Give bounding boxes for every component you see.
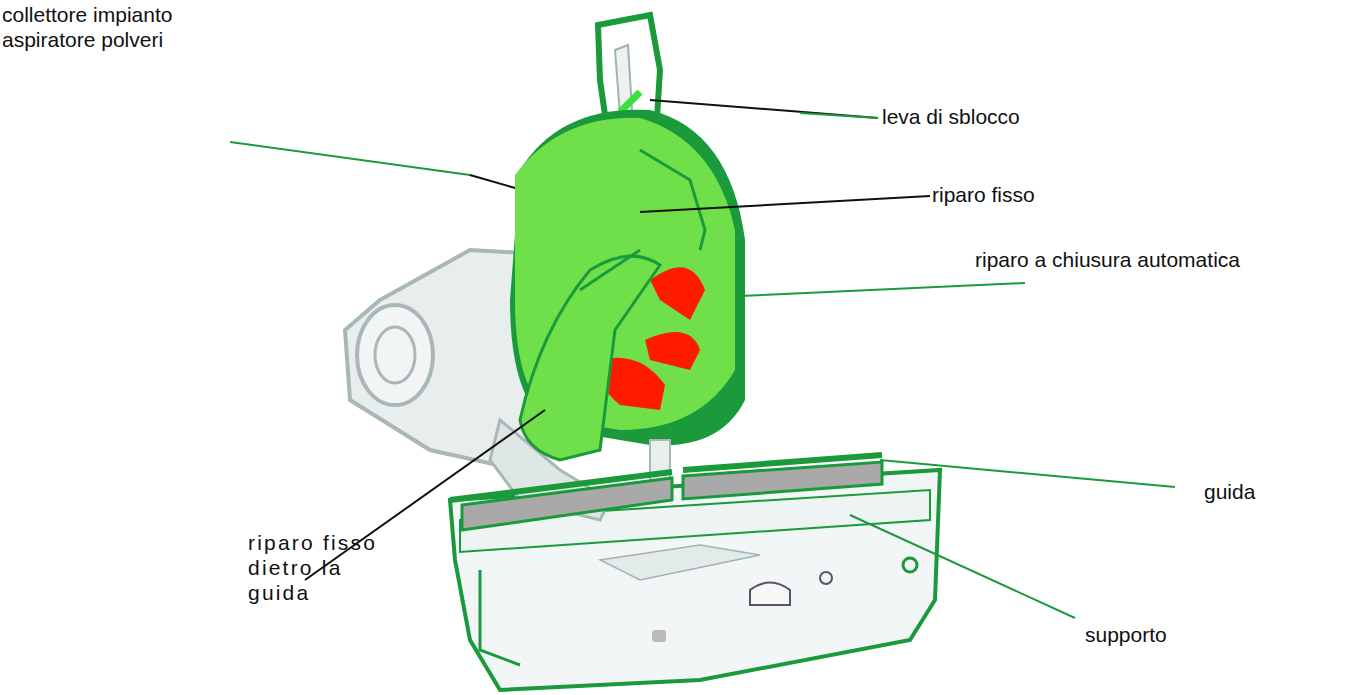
guard-detail (640, 150, 705, 250)
fence-top (450, 455, 882, 500)
leader-line (230, 142, 470, 175)
leader-line (800, 113, 878, 118)
part-label: collettore impianto aspiratore polveri (2, 2, 202, 52)
base-detail (600, 545, 760, 580)
part-label: riparo fisso (932, 182, 1132, 207)
lower-fixed-guard (520, 256, 660, 460)
leader-line (740, 283, 1025, 296)
motor-cap (375, 327, 415, 383)
part-label: leva di sblocco (882, 104, 1082, 129)
motor-cap (357, 305, 433, 405)
base-edge (480, 570, 520, 665)
base-knob (903, 558, 917, 572)
base-handle (750, 583, 790, 606)
part-label: guida (1204, 479, 1324, 504)
leader-line (305, 410, 545, 580)
leader-line (650, 100, 878, 118)
part-label: riparo fisso dietro la guida (248, 530, 408, 605)
base-detail (652, 630, 666, 642)
blade-tooth (645, 332, 700, 370)
saw-base (450, 470, 940, 690)
leader-line (640, 196, 930, 212)
release-lever (620, 92, 640, 112)
part-label: supporto (1085, 622, 1235, 647)
leader-line (880, 460, 1175, 487)
base-knob (820, 572, 832, 584)
leader-line (470, 175, 515, 188)
part-label: riparo a chiusura automatica (975, 247, 1275, 272)
guard-detail (580, 250, 640, 290)
blade-tooth (650, 267, 705, 320)
leader-line (850, 515, 1075, 618)
